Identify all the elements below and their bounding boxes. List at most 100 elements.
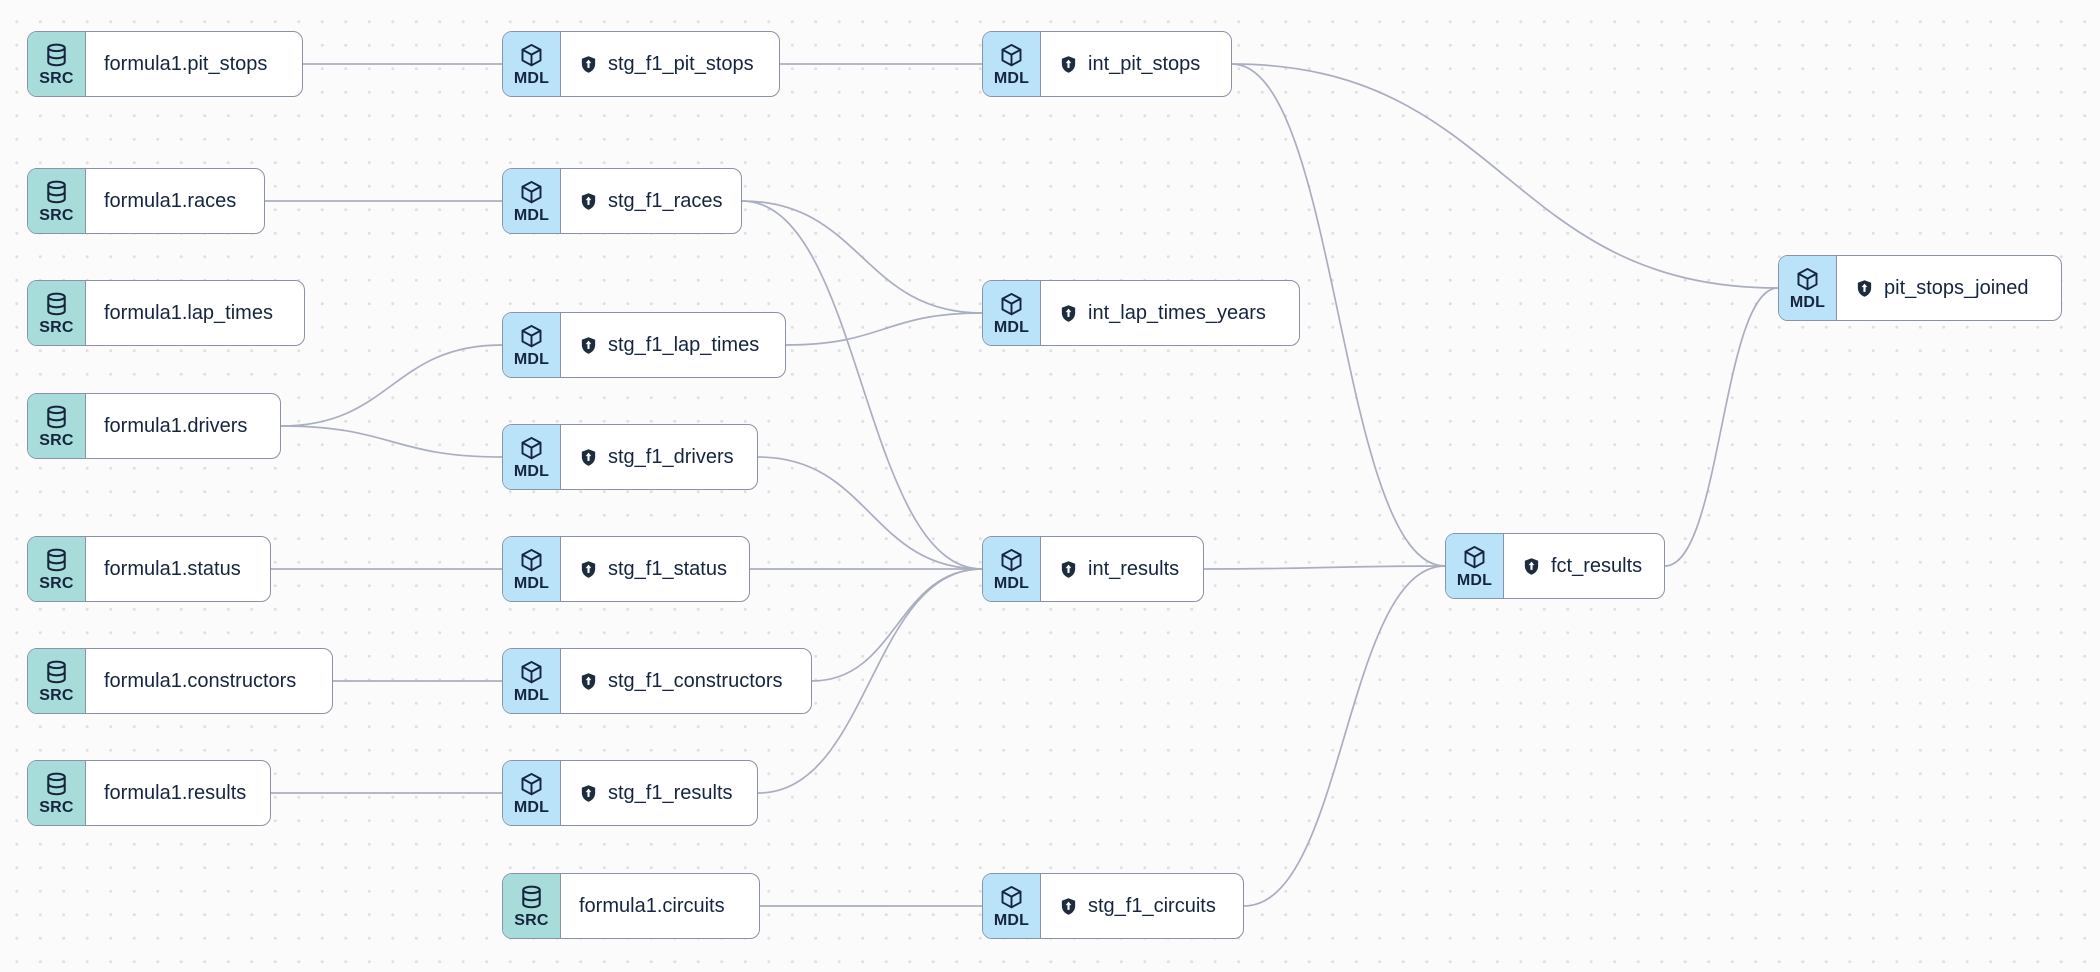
cube-icon <box>1464 545 1485 568</box>
edge-src_drivers-to-stg_f1_drivers <box>280 425 503 458</box>
node-label-area: formula1.lap_times <box>86 281 289 345</box>
database-icon <box>47 292 66 315</box>
database-icon <box>47 772 66 795</box>
node-label: stg_f1_circuits <box>1088 895 1216 917</box>
node-int_lap_times_years[interactable]: MDL int_lap_times_years <box>982 280 1300 346</box>
model-type-tile: MDL <box>503 537 561 601</box>
model-type-tile: MDL <box>503 649 561 713</box>
node-stg_f1_results[interactable]: MDL stg_f1_results <box>502 760 758 826</box>
node-label-area: formula1.circuits <box>561 874 741 938</box>
node-label: stg_f1_races <box>608 190 723 212</box>
model-type-tile: MDL <box>1779 256 1837 320</box>
node-label: int_results <box>1088 558 1180 580</box>
node-type-badge: MDL <box>1456 571 1493 589</box>
cube-icon <box>521 180 542 203</box>
shield-icon <box>581 560 596 578</box>
cube-icon <box>521 324 542 347</box>
node-label-area: stg_f1_status <box>561 537 743 601</box>
node-src_circuits[interactable]: SRC formula1.circuits <box>502 873 760 939</box>
edge-stg_f1_lap_times-to-int_lap_times_years <box>785 312 983 346</box>
source-type-tile: SRC <box>28 32 86 96</box>
database-icon <box>47 405 66 428</box>
database-icon <box>47 660 66 683</box>
model-type-tile: MDL <box>983 874 1041 938</box>
node-type-badge: MDL <box>513 206 550 224</box>
node-type-badge: SRC <box>39 206 74 224</box>
node-label-area: formula1.constructors <box>86 649 312 713</box>
node-stg_f1_status[interactable]: MDL stg_f1_status <box>502 536 750 602</box>
cube-icon <box>521 43 542 66</box>
node-stg_f1_circuits[interactable]: MDL stg_f1_circuits <box>982 873 1244 939</box>
model-type-tile: MDL <box>503 313 561 377</box>
node-label: formula1.circuits <box>579 895 725 917</box>
node-label: stg_f1_status <box>608 558 727 580</box>
node-type-badge: MDL <box>993 318 1030 336</box>
node-src_status[interactable]: SRC formula1.status <box>27 536 271 602</box>
node-type-badge: SRC <box>39 574 74 592</box>
edge-fct_results-to-pit_stops_joined <box>1664 287 1779 567</box>
node-label-area: int_lap_times_years <box>1041 281 1282 345</box>
shield-icon <box>581 672 596 690</box>
node-label: stg_f1_results <box>608 782 733 804</box>
node-stg_f1_drivers[interactable]: MDL stg_f1_drivers <box>502 424 758 490</box>
node-type-badge: SRC <box>39 686 74 704</box>
node-pit_stops_joined[interactable]: MDL pit_stops_joined <box>1778 255 2062 321</box>
node-stg_f1_lap_times[interactable]: MDL stg_f1_lap_times <box>502 312 786 378</box>
edge-stg_f1_circuits-to-fct_results <box>1243 565 1446 907</box>
shield-icon <box>1061 55 1076 73</box>
node-label-area: formula1.status <box>86 537 257 601</box>
shield-icon <box>1061 897 1076 915</box>
source-type-tile: SRC <box>503 874 561 938</box>
node-label: stg_f1_drivers <box>608 446 734 468</box>
node-label: int_pit_stops <box>1088 53 1201 75</box>
cube-icon <box>1001 885 1022 908</box>
node-label-area: pit_stops_joined <box>1837 256 2045 320</box>
model-type-tile: MDL <box>503 32 561 96</box>
cube-icon <box>521 772 542 795</box>
node-label-area: stg_f1_lap_times <box>561 313 775 377</box>
database-icon <box>47 43 66 66</box>
edge-stg_f1_races-to-int_results <box>741 200 983 570</box>
node-label-area: stg_f1_pit_stops <box>561 32 770 96</box>
node-label-area: formula1.drivers <box>86 394 263 458</box>
node-label: formula1.status <box>104 558 241 580</box>
source-type-tile: SRC <box>28 649 86 713</box>
source-type-tile: SRC <box>28 281 86 345</box>
node-label: pit_stops_joined <box>1884 277 2029 299</box>
database-icon <box>522 885 541 908</box>
node-label: int_lap_times_years <box>1088 302 1266 324</box>
node-label-area: formula1.results <box>86 761 262 825</box>
database-icon <box>47 548 66 571</box>
node-type-badge: MDL <box>993 574 1030 592</box>
node-type-badge: MDL <box>513 686 550 704</box>
node-stg_f1_races[interactable]: MDL stg_f1_races <box>502 168 742 234</box>
node-type-badge: MDL <box>513 350 550 368</box>
source-type-tile: SRC <box>28 537 86 601</box>
database-icon <box>47 180 66 203</box>
cube-icon <box>1001 548 1022 571</box>
node-label-area: stg_f1_races <box>561 169 739 233</box>
edge-int_results-to-fct_results <box>1203 565 1446 570</box>
node-label-area: stg_f1_circuits <box>1041 874 1232 938</box>
node-src_drivers[interactable]: SRC formula1.drivers <box>27 393 281 459</box>
node-type-badge: MDL <box>513 462 550 480</box>
node-src_constructors[interactable]: SRC formula1.constructors <box>27 648 333 714</box>
model-type-tile: MDL <box>1446 534 1504 598</box>
node-int_pit_stops[interactable]: MDL int_pit_stops <box>982 31 1232 97</box>
node-type-badge: MDL <box>1789 293 1826 311</box>
cube-icon <box>521 660 542 683</box>
node-label: formula1.results <box>104 782 247 804</box>
node-label: stg_f1_lap_times <box>608 334 760 356</box>
node-type-badge: MDL <box>513 798 550 816</box>
node-int_results[interactable]: MDL int_results <box>982 536 1204 602</box>
node-type-badge: SRC <box>39 431 74 449</box>
model-type-tile: MDL <box>983 32 1041 96</box>
